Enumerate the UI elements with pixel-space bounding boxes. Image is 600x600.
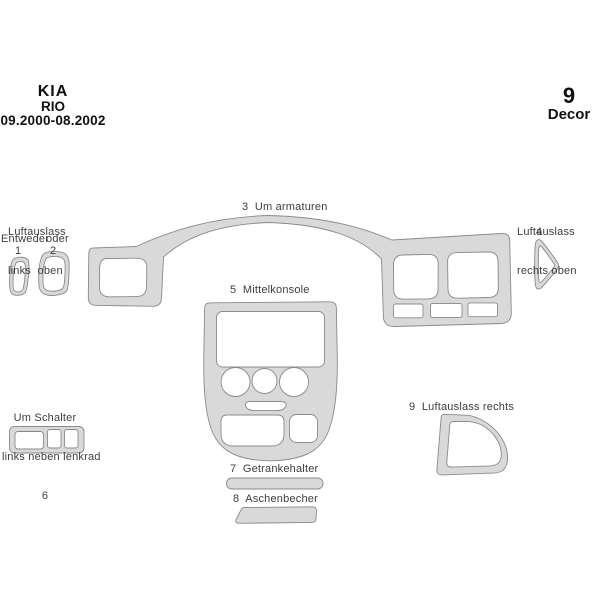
vehicle-brand: KIA [37, 83, 69, 100]
label-switch-panel-line1: Um Schalter [13, 412, 77, 424]
label-cup-holder: 7 Getrankehalter [230, 463, 319, 475]
vehicle-model: RIO [40, 99, 65, 114]
part-vent-left-option2-shape [38, 251, 70, 296]
part-switch-panel-shape [9, 426, 85, 454]
label-switch-panel: Um Schalter links neben lenkrad 6 [2, 386, 101, 529]
vehicle-years: 09.2000-08.2002 [0, 113, 106, 128]
part-center-console-shape [203, 301, 338, 462]
label-vent-left-top: Luftauslass links oben [8, 200, 66, 304]
label-vent-right-top: Luftauslass rechts oben [517, 200, 577, 304]
label-dashboard-trim: 3 Um armaturen [242, 201, 328, 213]
part-cup-holder-shape [226, 477, 324, 490]
kit-label: Decor [547, 106, 591, 123]
label-or: oder [46, 233, 69, 245]
label-center-console: 5 Mittelkonsole [230, 284, 310, 296]
part-vent-right-top-shape [534, 239, 560, 290]
label-option-2: 2 [50, 245, 57, 257]
label-option-1: 1 [15, 245, 22, 257]
kit-piece-count: 9 [562, 83, 576, 108]
label-switch-panel-line2: links neben lenkrad [2, 451, 101, 463]
vehicle-header: KIA RIO 09.2000-08.2002 [0, 84, 106, 128]
label-vent-right-top-line1: Luftauslass [517, 226, 575, 238]
kit-header: 9 Decor [540, 85, 598, 123]
label-vent-right-top-line2: rechts oben [517, 265, 577, 277]
label-vent-right: 9 Luftauslass rechts [409, 401, 515, 413]
part-vent-left-option1-shape [9, 256, 30, 296]
label-ashtray: 8 Aschenbecher [233, 493, 318, 505]
label-number-4: 4 [536, 226, 543, 238]
part-vent-right-shape [436, 413, 509, 476]
label-vent-left-top-line1: Luftauslass [8, 226, 66, 238]
part-dashboard-trim-shape [87, 215, 512, 327]
label-either: Entweder [1, 233, 50, 245]
label-number-6: 6 [41, 490, 49, 502]
label-vent-left-top-line2: links oben [8, 265, 63, 277]
part-ashtray-shape [235, 506, 317, 524]
